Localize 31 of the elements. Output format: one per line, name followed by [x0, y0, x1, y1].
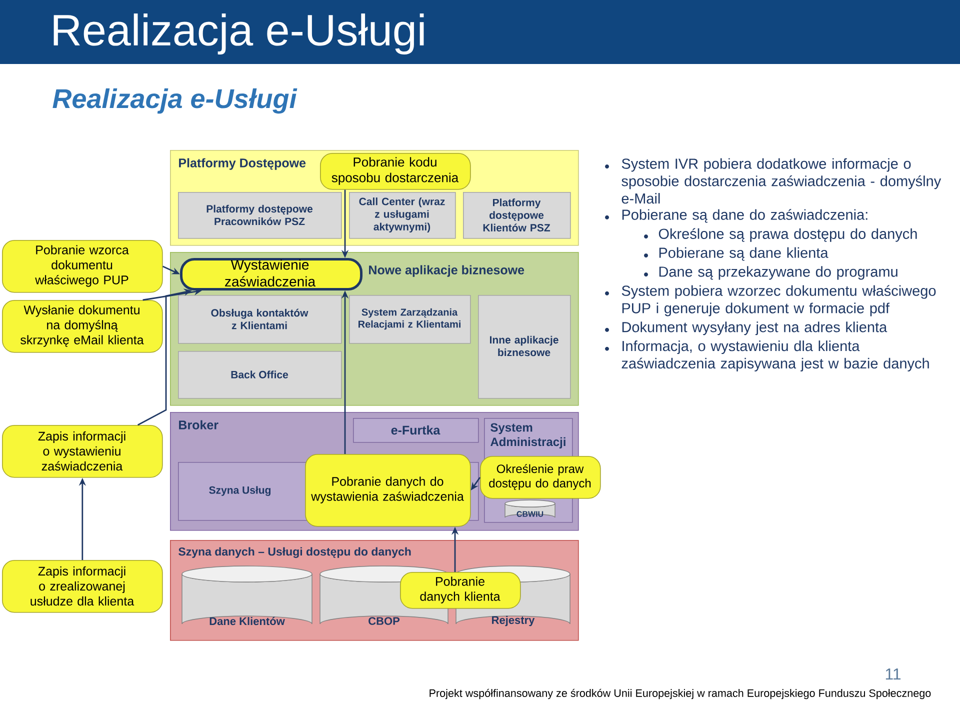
bullet-item: Informacja, o wystawieniu dla klienta zaświadczenia zapisywana jest w bazie danych: [605, 340, 929, 372]
bullet-item: System pobiera wzorzec dokumentu właściwego PUP i generuje dokument w formacie pdf: [605, 285, 936, 316]
step-callout: Pobranie wzorca dokumentu właściwego PUP: [2, 240, 163, 293]
step-callout: Pobranie danych klienta: [400, 572, 521, 609]
component-box: Obsługa kontaktów z Klientami: [178, 295, 342, 344]
step-callout: Pobranie danych do wystawienia zaświadczenia: [305, 454, 471, 527]
slide-subtitle: Realizacja e-Usługi: [52, 88, 298, 114]
component-box: Back Office: [178, 351, 342, 399]
bullet-item: Określone są prawa dostępu do danych: [644, 228, 917, 242]
bullet-item: Pobierane są dane klienta: [644, 247, 828, 261]
component-box: System Zarządzania Relacjami z Klientami: [349, 295, 471, 344]
slide-title: Realizacja e-Usługi: [54, 14, 424, 54]
component-box: e-Furtka: [353, 418, 479, 443]
component-box: Inne aplikacje biznesowe: [478, 295, 571, 399]
database-cylinder: CBWIU: [504, 500, 556, 518]
component-box: Platformy dostępowe Klientów PSZ: [463, 192, 571, 239]
step-callout: Wystawienie zaświadczenia: [180, 258, 362, 290]
bullet-item: Pobierane są dane do zaświadczenia:: [605, 209, 868, 223]
bullet-item: Dane są przekazywane do programu: [644, 266, 898, 280]
page-number: 11: [886, 668, 901, 680]
database-cylinder: Dane Klientów: [182, 566, 312, 626]
bullet-item: Dokument wysyłany jest na adres klienta: [605, 322, 888, 336]
step-callout: Określenie praw dostępu do danych: [480, 456, 601, 499]
footer-note: Projekt współfinansowany ze środków Unii Europejskiej w ramach Europejskiego Funduszu Społecznego: [430, 688, 931, 700]
step-callout: Zapis informacji o zrealizowanej usłudze dla klienta: [2, 560, 163, 613]
step-callout: Zapis informacji o wystawieniu zaświadczenia: [2, 425, 163, 478]
bullet-item: System IVR pobiera dodatkowe informacje o sposobie dostarczenia zaświadczenia - domyślny e-Mail: [605, 158, 942, 204]
component-box: Call Center (wraz z usługami aktywnymi): [349, 192, 456, 239]
component-box: Platformy dostępowe Pracowników PSZ: [178, 192, 342, 239]
step-callout: Wysłanie dokumentu na domyślną skrzynkę eMail klienta: [2, 300, 163, 353]
step-callout: Pobranie kodu sposobu dostarczenia: [320, 153, 471, 190]
